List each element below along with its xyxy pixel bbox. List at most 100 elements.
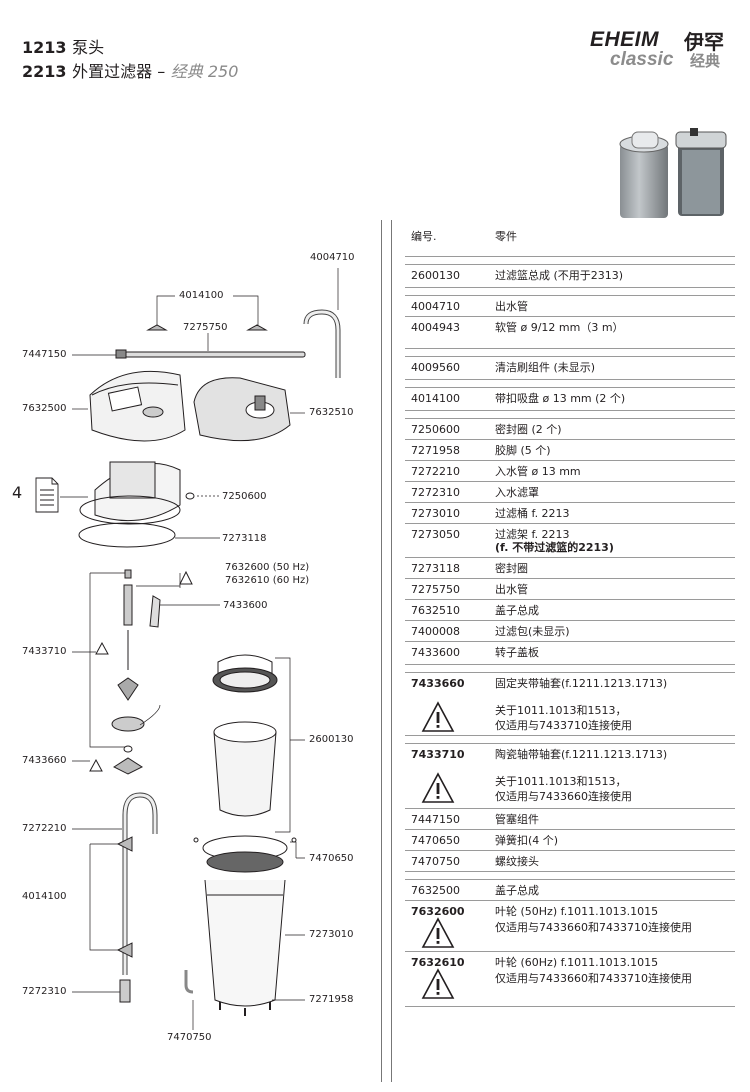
exploded-diagram: [35, 268, 341, 1030]
part-description: 入水滤罩: [495, 486, 539, 499]
group-gap: [405, 380, 735, 388]
external-filter-text: 外置过滤器 –: [72, 62, 166, 81]
part-code: 2600130: [411, 269, 460, 282]
group-gap: [405, 872, 735, 880]
warning-note: 仅适用与7433660连接使用: [495, 790, 632, 803]
table-row: 7273118 密封圈: [405, 558, 735, 579]
model-number-1213: 1213: [22, 38, 67, 57]
part-description: 盖子总成: [495, 884, 539, 897]
title-line-2: 2213 外置过滤器 – 经典 250: [22, 58, 238, 82]
table-row: 4004710 出水管: [405, 296, 735, 317]
warning-icon: [421, 701, 455, 733]
table-row: 7447150 管塞组件: [405, 809, 735, 830]
series-name-zh: 经典: [690, 52, 721, 70]
warning-note: 仅适用与7433660和7433710连接使用: [495, 972, 692, 985]
label-4014100-cups: 4014100: [22, 891, 67, 902]
label-7470750: 7470750: [167, 1032, 212, 1043]
warning-icon: [421, 772, 455, 804]
label-7272310: 7272310: [22, 986, 67, 997]
model-name: 经典 250: [170, 62, 239, 81]
label-7632600: 7632600 (50 Hz): [225, 562, 310, 573]
part-code: 7273010: [411, 507, 460, 520]
table-header: 编号. 零件: [405, 220, 735, 257]
part-code: 7632510: [411, 604, 460, 617]
part-description: 管塞组件: [495, 813, 539, 826]
warning-note: 关于1011.1013和1513，: [495, 704, 627, 717]
part-description: 盖子总成: [495, 604, 539, 617]
eheim-logo: EHEIM 伊罕 classic 经典: [590, 28, 740, 72]
product-photos: [619, 128, 727, 218]
table-row: 7250600 密封圈 (2 个): [405, 419, 735, 440]
part-description: 密封圈: [495, 562, 528, 575]
part-description: 弹簧扣(4 个): [495, 834, 559, 847]
part-code: 7632610: [411, 956, 465, 969]
model-number-2213: 2213: [22, 62, 67, 81]
warning-note: 关于1011.1013和1513，: [495, 775, 627, 788]
table-row-with-warning: 7632610 叶轮 (60Hz) f.1011.1013.1015 仅适用与743…: [405, 952, 735, 1007]
label-7433710: 7433710: [22, 646, 67, 657]
label-7250600: 7250600: [222, 491, 267, 502]
part-code: 7273118: [411, 562, 460, 575]
part-code: 7275750: [411, 583, 460, 596]
part-code: 7433600: [411, 646, 460, 659]
label-4014100: 4014100: [179, 290, 224, 301]
part-code: 7272210: [411, 465, 460, 478]
part-code: 4004943: [411, 321, 460, 334]
part-description: 胶脚 (5 个): [495, 444, 551, 457]
part-code: 7470750: [411, 855, 460, 868]
part-code: 4004710: [411, 300, 460, 313]
label-7275750: 7275750: [183, 322, 228, 333]
label-7433600: 7433600: [223, 600, 268, 611]
part-description: 出水管: [495, 300, 528, 313]
label-7632610: 7632610 (60 Hz): [225, 575, 310, 586]
part-code: 7400008: [411, 625, 460, 638]
group-gap: [405, 257, 735, 265]
part-code: 7447150: [411, 813, 460, 826]
part-code: 4014100: [411, 392, 460, 405]
part-description: 过滤桶 f. 2213: [495, 507, 570, 520]
part-code: 7632600: [411, 905, 465, 918]
part-code: 7433710: [411, 748, 465, 761]
warning-note: 仅适用与7433710连接使用: [495, 719, 632, 732]
column-divider: [381, 220, 382, 1082]
part-code: 7273050: [411, 528, 460, 541]
table-row: 7632510 盖子总成: [405, 600, 735, 621]
label-7470650: 7470650: [309, 853, 354, 864]
part-code: 7470650: [411, 834, 460, 847]
group-gap: [405, 288, 735, 296]
part-description: 陶瓷轴带轴套(f.1211.1213.1713): [495, 748, 668, 761]
table-row: 7632500 盖子总成: [405, 880, 735, 901]
part-description: 过滤包(未显示): [495, 625, 570, 638]
series-name-en: classic: [610, 49, 674, 70]
column-divider: [391, 220, 392, 1082]
warning-icon: [421, 968, 455, 1000]
part-code: 7250600: [411, 423, 460, 436]
part-description: 清洁刷组件 (未显示): [495, 361, 596, 374]
part-description: 叶轮 (60Hz) f.1011.1013.1015: [495, 956, 659, 969]
document-reference: 4: [12, 483, 23, 502]
table-row: 7272210 入水管 ø 13 mm: [405, 461, 735, 482]
part-code: 7433660: [411, 677, 465, 690]
warning-note: 仅适用与7433660和7433710连接使用: [495, 921, 692, 934]
part-description: 过滤架 f. 2213: [495, 528, 570, 541]
part-description: 入水管 ø 13 mm: [495, 465, 581, 478]
label-7273010: 7273010: [309, 929, 354, 940]
group-gap: [405, 349, 735, 357]
group-gap: [405, 411, 735, 419]
pump-head-text: 泵头: [72, 38, 105, 57]
table-row: 7273050 过滤架 f. 2213(f. 不带过滤篮的2213): [405, 524, 735, 558]
table-row-with-warning: 7433710 陶瓷轴带轴套(f.1211.1213.1713) 关于1011.10…: [405, 744, 735, 809]
title-line-1: 1213 泵头: [22, 34, 104, 58]
part-description: 密封圈 (2 个): [495, 423, 562, 436]
part-code: 7632500: [411, 884, 460, 897]
brand-name-en: EHEIM: [590, 28, 660, 51]
label-7273118: 7273118: [222, 533, 267, 544]
part-subnote: (f. 不带过滤篮的2213): [495, 541, 614, 554]
column-header-part: 零件: [495, 230, 517, 243]
label-7271958: 7271958: [309, 994, 354, 1005]
